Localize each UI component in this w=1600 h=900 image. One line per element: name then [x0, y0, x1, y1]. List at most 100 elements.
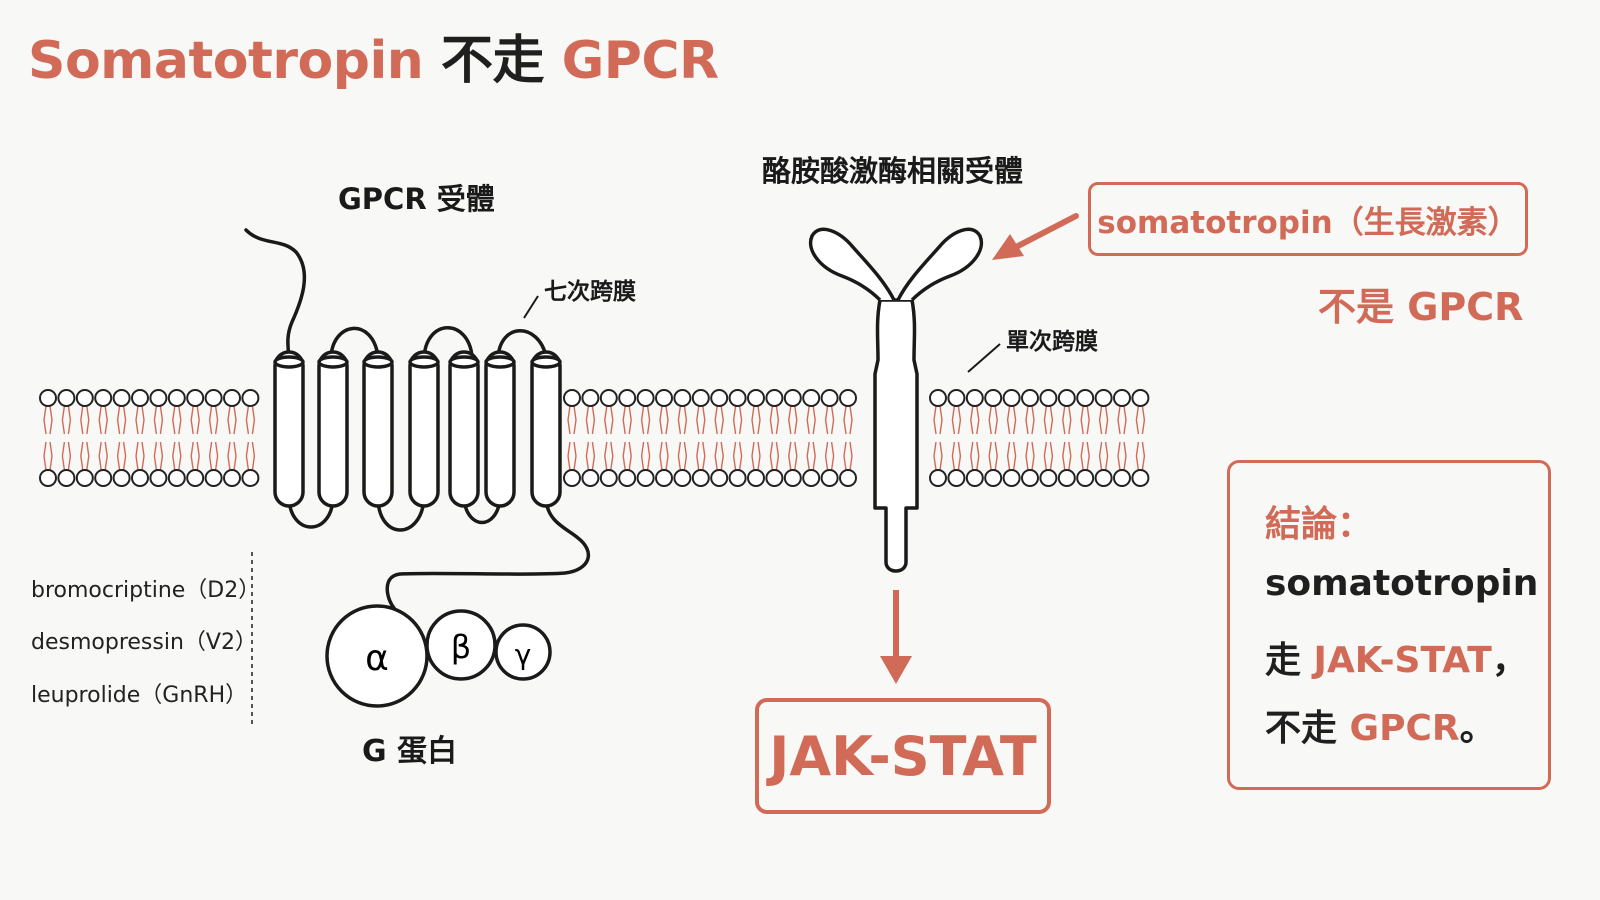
lipid-tail: [732, 405, 743, 471]
lipid-head: [783, 389, 802, 407]
lipid-head: [783, 469, 802, 487]
receptor-body: [873, 298, 919, 573]
cytokine-receptor: [808, 227, 984, 573]
conclusion-box: 結論： somatotropin 走 JAK-STAT， 不走 GPCR。: [1227, 460, 1551, 790]
title-part-somatotropin: Somatotropin: [28, 31, 424, 91]
lipid-head: [1131, 389, 1150, 407]
lipid-tail: [806, 405, 816, 471]
gpcr-helix-cap: [408, 355, 440, 369]
lipid-head: [241, 389, 260, 407]
gpcr-receptor: [244, 228, 590, 610]
page-title: Somatotropin 不走 GPCR: [28, 18, 719, 93]
lipid-heads: [39, 389, 1150, 487]
lipid-head: [599, 469, 618, 487]
seven-tm-label: 七次跨膜: [544, 279, 636, 305]
lipid-tail: [1043, 405, 1054, 471]
lipid-head: [223, 469, 241, 487]
lipid-head: [710, 469, 729, 487]
lipid-head: [112, 469, 131, 487]
membrane-bilayer: [39, 389, 1150, 487]
lipid-tail: [1025, 405, 1035, 471]
lipid-head: [984, 389, 1003, 407]
conclusion-line-2-a: 走: [1265, 640, 1314, 681]
lipid-tail: [245, 405, 256, 471]
drug-item-leuprolide: leuprolide（GnRH）: [31, 683, 248, 708]
lipid-head: [929, 469, 947, 487]
lipid-head: [1057, 469, 1076, 487]
lipid-tail: [970, 405, 980, 471]
gpcr-helix-6: [484, 350, 516, 508]
lipid-head: [57, 469, 76, 487]
lipid-tail: [933, 405, 943, 471]
lipid-head: [94, 389, 113, 407]
lipid-head: [965, 469, 984, 487]
lipid-tail: [1135, 405, 1146, 471]
lipid-tails: [43, 405, 1146, 471]
lipid-head: [563, 389, 581, 407]
conclusion-line-2-c: ，: [1491, 640, 1528, 681]
gpcr-helix-4: [408, 350, 440, 508]
lipid-head: [839, 469, 857, 487]
lipid-head: [965, 389, 984, 407]
lipid-head: [618, 389, 637, 407]
lipid-head: [57, 389, 76, 407]
lipid-head: [1039, 389, 1058, 407]
alpha-label: α: [365, 638, 389, 679]
lipid-head: [984, 469, 1003, 487]
seven-tm-leader-line: [523, 295, 539, 319]
gpcr-helix-cap: [317, 355, 349, 369]
lipid-head: [765, 469, 784, 487]
single-tm-leader-line: [967, 343, 1001, 373]
lipid-tail: [135, 405, 145, 471]
lipid-tail: [696, 405, 706, 471]
gpcr-helix-cap: [530, 355, 562, 369]
lipid-head: [131, 469, 149, 487]
lipid-head: [186, 389, 205, 407]
lipid-head: [691, 469, 710, 487]
lipid-head: [1131, 469, 1150, 487]
lipid-head: [149, 469, 168, 487]
conclusion-line-3: 不走 GPCR。: [1265, 699, 1496, 751]
title-part-not: 不走: [440, 31, 545, 91]
lipid-tail: [1080, 405, 1090, 471]
lipid-head: [820, 469, 839, 487]
gpcr-receptor-label: GPCR 受體: [338, 182, 495, 216]
lipid-head: [673, 389, 692, 407]
lipid-head: [947, 469, 966, 487]
conclusion-heading: 結論：: [1265, 504, 1374, 545]
lipid-tail: [208, 405, 219, 471]
lipid-tail: [843, 405, 853, 471]
lipid-head: [1002, 389, 1021, 407]
lipid-head: [802, 389, 821, 407]
lipid-tail: [604, 405, 614, 471]
lipid-head: [655, 389, 673, 407]
lipid-head: [1076, 469, 1095, 487]
conclusion-gpcr: GPCR: [1349, 708, 1460, 749]
receptor-arm-left: [808, 227, 896, 302]
gpcr-helix-5: [448, 350, 480, 508]
lipid-head: [839, 389, 857, 407]
conclusion-jak-stat: JAK-STAT: [1313, 640, 1492, 681]
lipid-head: [765, 389, 784, 407]
lipid-head: [167, 389, 186, 407]
lipid-head: [39, 469, 57, 487]
lipid-head: [94, 469, 113, 487]
lipid-tail: [640, 405, 651, 471]
lipid-tail: [677, 405, 688, 471]
gamma-label: γ: [515, 638, 532, 671]
loop-ic-1: [287, 498, 335, 529]
lipid-head: [691, 389, 710, 407]
lipid-tail: [98, 405, 108, 471]
lipid-head: [581, 469, 600, 487]
lipid-head: [75, 469, 94, 487]
gpcr-helix-3: [362, 350, 394, 508]
lipid-head: [1113, 389, 1131, 407]
lipid-head: [636, 389, 655, 407]
lipid-tail: [153, 405, 164, 471]
lipid-head: [1039, 469, 1058, 487]
lipid-head: [186, 469, 205, 487]
lipid-head: [1094, 389, 1113, 407]
loop-ic-3: [462, 498, 502, 525]
lipid-head: [204, 469, 223, 487]
